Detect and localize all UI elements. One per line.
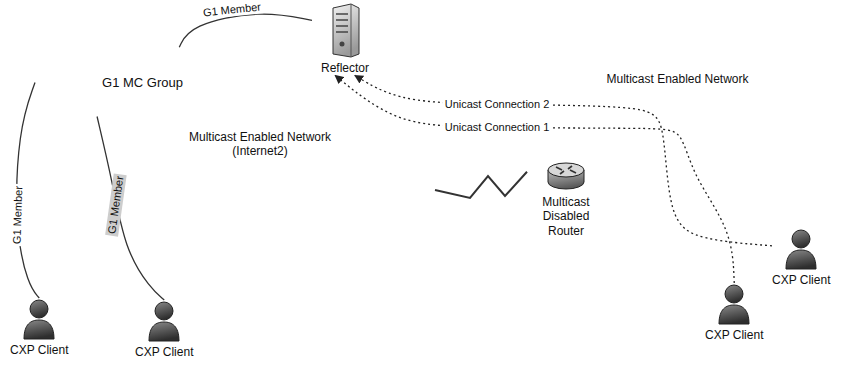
node-label: CXP Client [705, 328, 763, 342]
network-label: Multicast Enabled Network [585, 72, 770, 86]
network-cloud: Multicast Enabled Network [565, 50, 790, 240]
label-holder: Multicast Enabled Network (Internet2) [160, 130, 360, 159]
network-label: Multicast Enabled Network (Internet2) [160, 130, 360, 159]
connector [179, 14, 312, 47]
connector [435, 172, 527, 198]
node-label: CXP Client [772, 273, 830, 287]
label-holder: Multicast Enabled Network [585, 72, 770, 86]
connector [355, 75, 772, 245]
connector-label: G1 Member [200, 0, 263, 20]
server-icon [329, 2, 361, 58]
multicast-group: G1 MC Group [35, 45, 250, 120]
node-label: CXP Client [10, 343, 68, 357]
router-node: Multicast Disabled Router [527, 160, 605, 238]
connector [97, 116, 164, 300]
connector [335, 75, 734, 283]
reflector-server: Reflector [312, 2, 378, 75]
client-node: CXP Client [10, 298, 68, 357]
node-label: Multicast Disabled Router [527, 195, 605, 238]
client-node: CXP Client [705, 283, 763, 342]
person-icon [783, 228, 819, 270]
connector-label: G1 Member [10, 184, 25, 247]
person-icon [21, 298, 57, 340]
cloud-outline [30, 2, 435, 378]
connector-label: Unicast Connection 2 [443, 98, 552, 111]
client-node: CXP Client [772, 228, 830, 287]
node-label: Reflector [312, 61, 378, 75]
node-label: CXP Client [135, 345, 193, 359]
connector-label: G1 Member [105, 173, 127, 236]
person-icon [716, 283, 752, 325]
person-icon [146, 300, 182, 342]
group-label: G1 MC Group [102, 75, 183, 91]
client-node: CXP Client [135, 300, 193, 359]
router-icon [546, 160, 586, 192]
connector-label: Unicast Connection 1 [443, 121, 552, 134]
network-cloud: Multicast Enabled Network (Internet2) G1 … [30, 2, 435, 378]
